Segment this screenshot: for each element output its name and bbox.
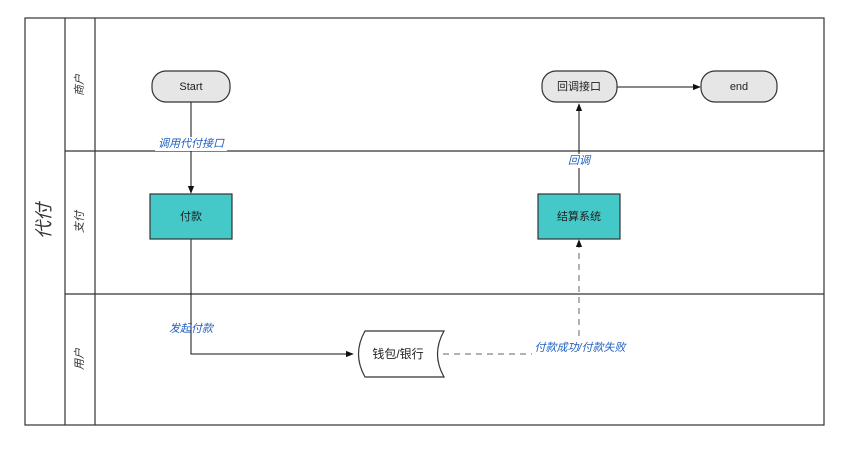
edge-label-bg [155, 137, 227, 151]
callback-interface-node [541, 70, 618, 103]
callback-interface-label: 回调接口 [557, 80, 601, 93]
start-node [151, 70, 231, 103]
pay-node [149, 193, 233, 240]
end-node [700, 70, 778, 103]
lane-label-merchant: 商户 [73, 73, 86, 96]
settlement-node [537, 193, 621, 240]
edge-label-call-api: 调用代付接口 [158, 137, 225, 150]
edge-label-bg [563, 154, 595, 168]
settlement-node-label: 结算系统 [557, 209, 601, 223]
edge-label-bg [532, 341, 630, 355]
lane-label-user: 用户 [73, 347, 86, 370]
edge-label-result: 付款成功/付款失败 [534, 341, 627, 354]
edge-label-callback: 回调 [568, 155, 592, 167]
edge-pay-to-wallet [190, 239, 354, 358]
end-node-label: end [730, 81, 748, 93]
pool-title: 代付 [34, 201, 54, 239]
start-node-label: Start [179, 81, 202, 93]
edge-label-initiate: 发起付款 [169, 322, 215, 335]
wallet-bank-label: 钱包/银行 [372, 346, 423, 361]
wallet-bank-node [357, 330, 446, 378]
lane-label-payment: 支付 [73, 209, 86, 233]
pay-node-label: 付款 [180, 209, 202, 223]
